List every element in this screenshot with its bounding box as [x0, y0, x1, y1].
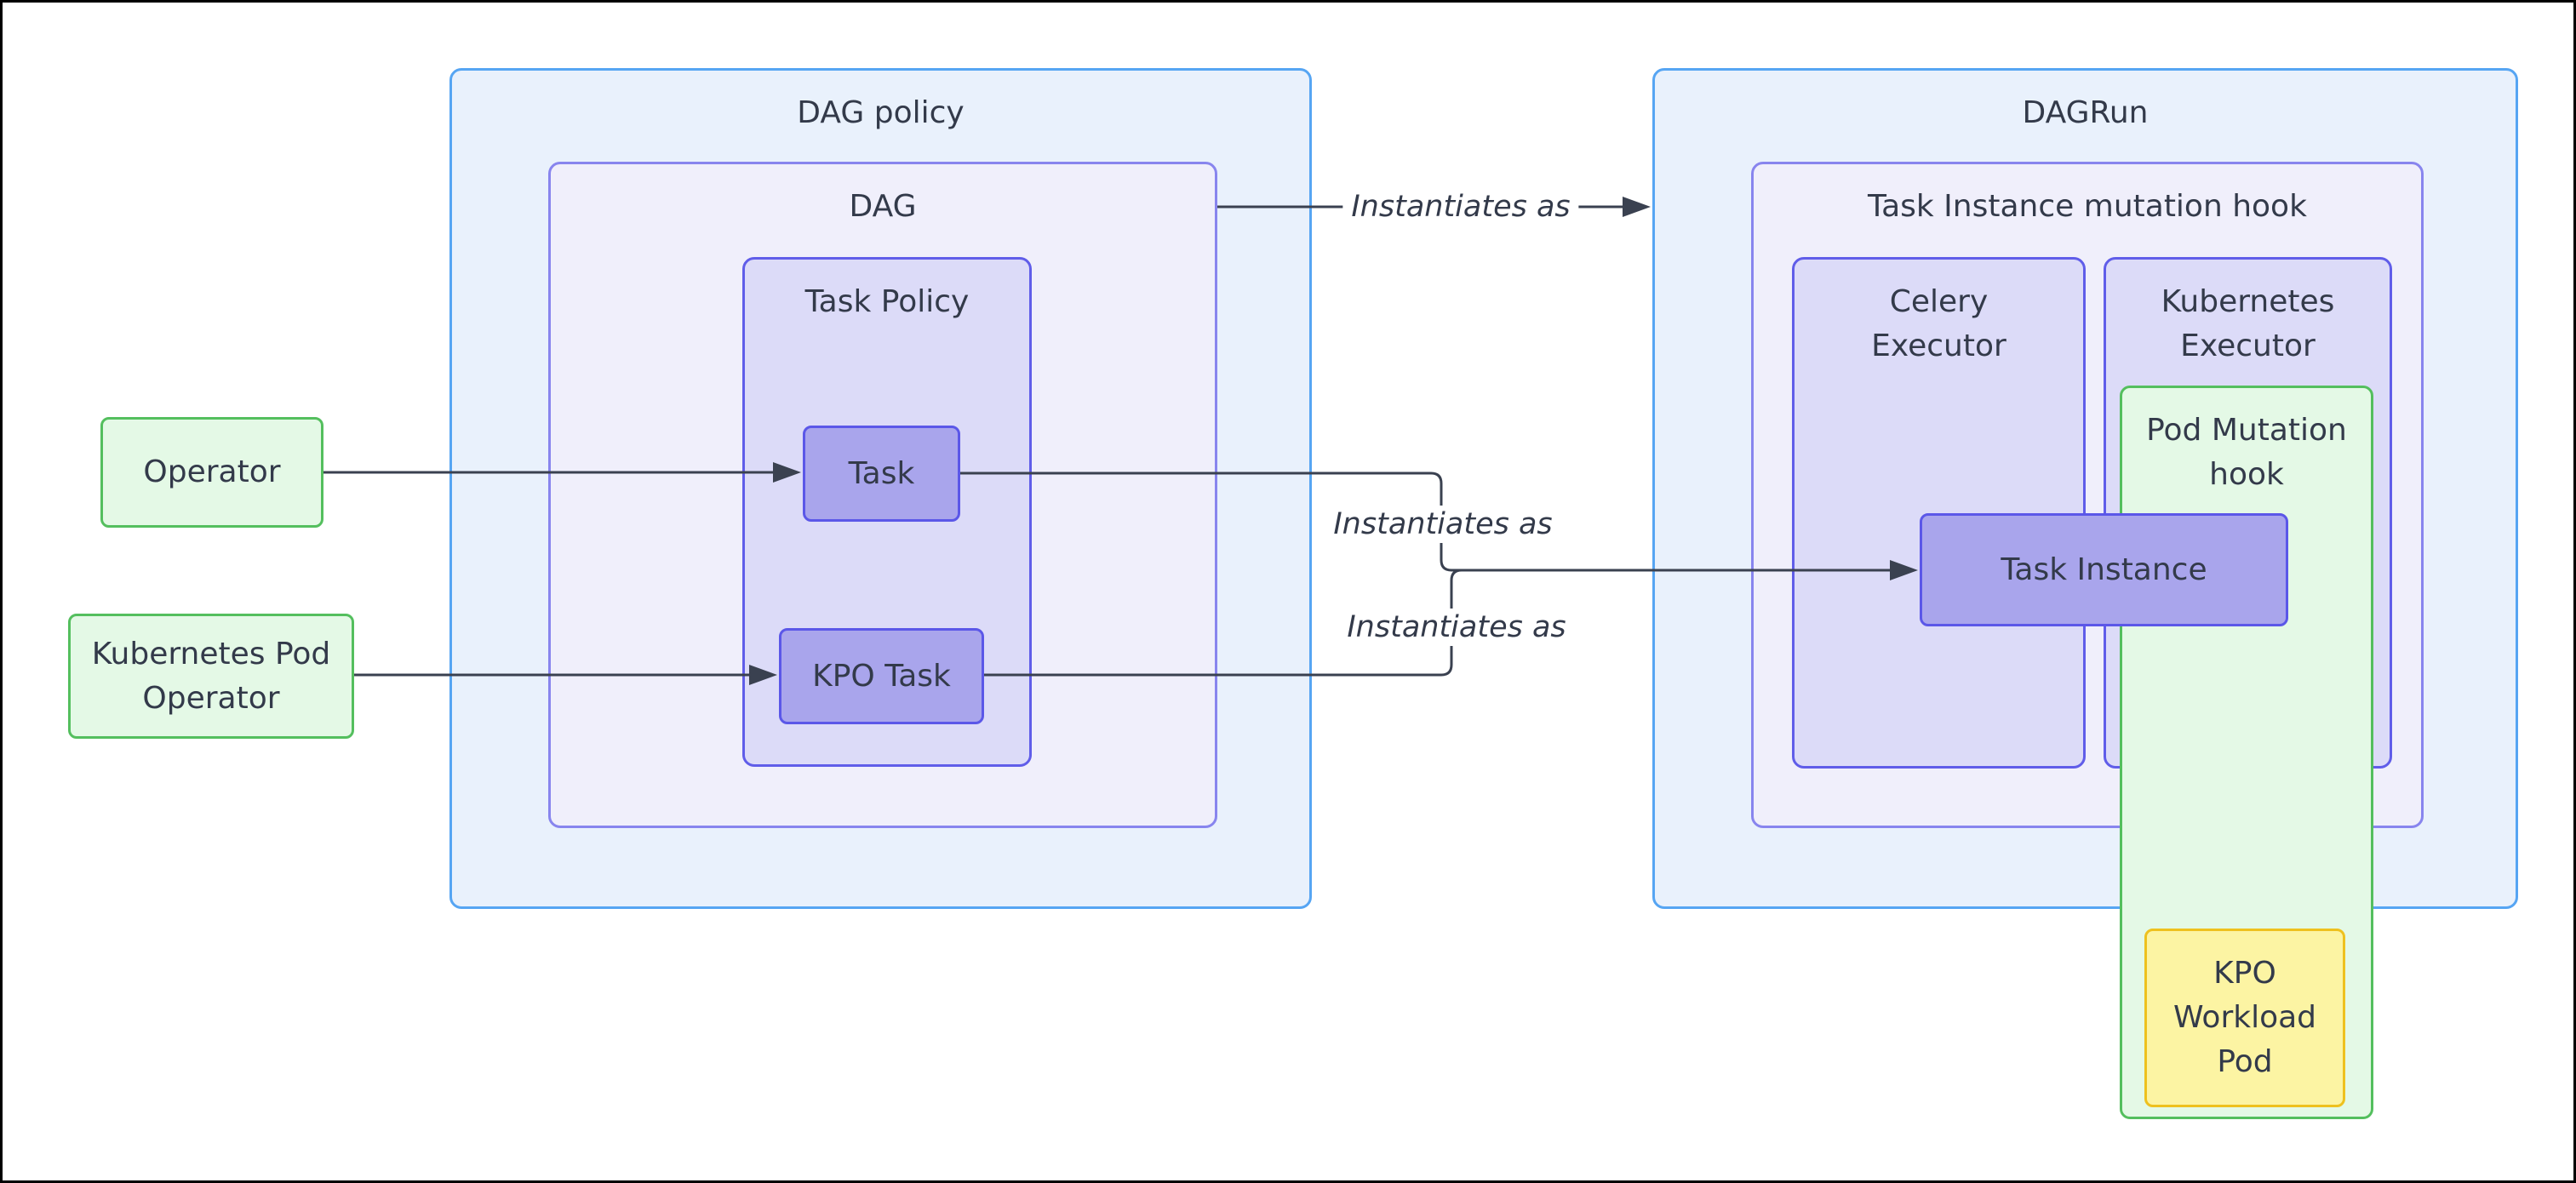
cluster-celery-executor-label: Celery Executor	[1871, 284, 2006, 363]
node-task-instance: Task Instance	[1920, 513, 2288, 626]
node-kubernetes-pod-operator: Kubernetes Pod Operator	[68, 614, 354, 739]
node-kpo-workload-pod: KPO Workload Pod	[2144, 929, 2345, 1107]
edge-label-instantiates-as-bottom: Instantiates as	[1338, 609, 1575, 646]
node-task-instance-label: Task Instance	[2001, 551, 2207, 587]
cluster-dagrun-title: DAGRun	[2022, 95, 2149, 130]
node-kpo-task: KPO Task	[779, 628, 984, 724]
node-operator: Operator	[100, 417, 323, 528]
cluster-pod-mutation-hook-label: Pod Mutation hook	[2146, 413, 2347, 492]
cluster-task-instance-mutation-hook-title: Task Instance mutation hook	[1868, 189, 2307, 224]
node-task-label: Task	[848, 455, 915, 491]
node-operator-label: Operator	[143, 454, 281, 489]
node-kpo-task-label: KPO Task	[812, 658, 951, 694]
edge-label-instantiates-as-middle: Instantiates as	[1325, 506, 1561, 543]
node-kubernetes-pod-operator-label: Kubernetes Pod Operator	[91, 636, 331, 716]
cluster-celery-executor-title: Celery Executor	[1795, 280, 2083, 369]
node-task: Task	[803, 426, 960, 522]
cluster-kubernetes-executor-title: Kubernetes Executor	[2106, 280, 2390, 369]
cluster-task-policy-title: Task Policy	[804, 284, 970, 319]
edge-label-instantiates-as-top: Instantiates as	[1342, 188, 1579, 226]
cluster-dag-policy-title: DAG policy	[797, 95, 965, 130]
cluster-kubernetes-executor-label: Kubernetes Executor	[2161, 284, 2335, 363]
arrowhead-dag-to-dagrun	[1623, 197, 1651, 217]
cluster-dag-title: DAG	[849, 189, 917, 224]
cluster-pod-mutation-hook-title: Pod Mutation hook	[2122, 409, 2371, 497]
node-kpo-workload-pod-label: KPO Workload Pod	[2172, 956, 2317, 1079]
